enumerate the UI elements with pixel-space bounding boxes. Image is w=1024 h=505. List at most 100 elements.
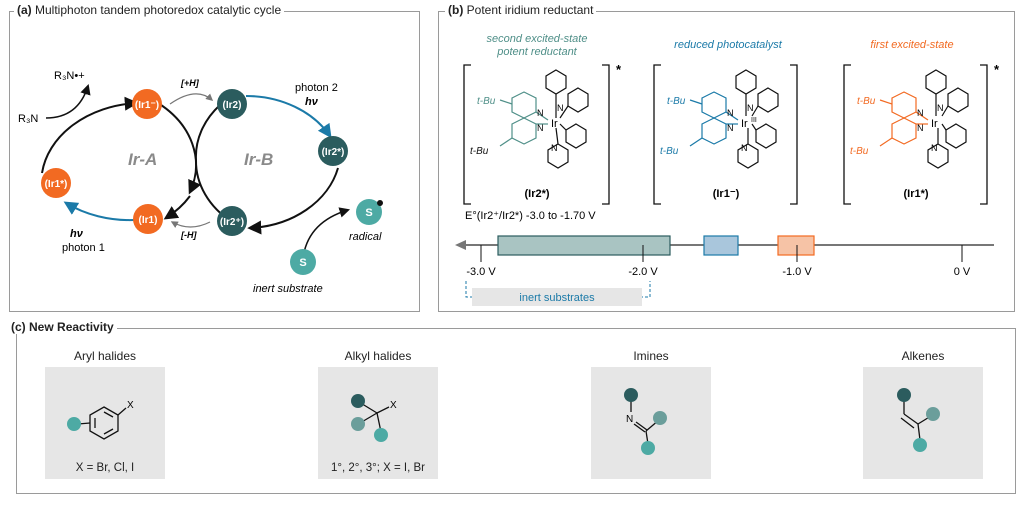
cycle-b-label: Ir-B xyxy=(244,150,273,169)
cycle-a-photon1-arc xyxy=(63,201,135,222)
aryl-halide-structure xyxy=(77,406,127,440)
cycle-a-top-left-arc xyxy=(41,96,139,174)
category-box-imines xyxy=(591,367,711,479)
plus-h-arrow xyxy=(169,93,214,105)
mol1-ir: Ir xyxy=(551,118,558,130)
panel-b xyxy=(438,11,1015,312)
alkene-ball-3 xyxy=(913,438,927,452)
alkene-ball-2 xyxy=(926,407,940,421)
category-box-aryl xyxy=(45,367,165,479)
col2-right-bracket xyxy=(790,64,798,205)
inert-substrate-label: inert substrate xyxy=(253,283,323,295)
mol1-n-bottom: N xyxy=(551,143,558,153)
mol1-n-top: N xyxy=(557,103,564,113)
alkyl-x: X xyxy=(390,400,397,411)
range-bar-ir1-minus xyxy=(703,235,739,256)
name-ir1-star: (Ir1*) xyxy=(903,188,928,200)
panel-a-title-text: Multiphoton tandem photoredox catalytic … xyxy=(35,3,282,17)
col1-star: * xyxy=(616,62,622,77)
col1-header-line2: potent reductant xyxy=(496,46,577,58)
mol3-n-left: N xyxy=(917,108,924,118)
mol1-tbu-top: t-Bu xyxy=(477,96,496,107)
category-caption-aryl: X = Br, Cl, I xyxy=(75,462,135,474)
cycle-b-photon2-arc xyxy=(245,94,332,139)
imine-n: N xyxy=(626,414,633,425)
tick-label-minus2: -2.0 V xyxy=(628,266,658,278)
tick-label-minus3: -3.0 V xyxy=(466,266,496,278)
cycle-b-right-arc xyxy=(247,167,339,235)
alkene-ball-1 xyxy=(897,388,911,402)
node-ir1-label: (Ir1) xyxy=(139,215,158,226)
node-ir2-label: (Ir2) xyxy=(223,100,242,111)
cycle-b-left-arc-top xyxy=(194,104,221,161)
mol3-n-bottom: N xyxy=(931,143,938,153)
inert-substrates-label: inert substrates xyxy=(519,292,595,304)
panel-a-title: (a) Multiphoton tandem photoredox cataly… xyxy=(14,3,285,17)
cycle-a-top-right-arc xyxy=(157,102,202,195)
col1-header-line1: second excited-state xyxy=(487,33,588,45)
mol2-tbu-top: t-Bu xyxy=(667,96,686,107)
col3-header: first excited-state xyxy=(870,39,953,51)
tick-label-zero: 0 V xyxy=(954,266,971,278)
panel-c-title-text: New Reactivity xyxy=(29,320,114,334)
col3-left-bracket xyxy=(843,64,851,205)
minus-h-label: [-H] xyxy=(180,230,197,240)
mol2-n-left: N xyxy=(727,108,734,118)
name-ir1-minus: (Ir1⁻) xyxy=(713,188,740,200)
range-bar-ir1-star xyxy=(777,235,815,256)
amine-oxidation-arrow xyxy=(45,83,91,119)
potential-axis-arrowhead xyxy=(455,240,466,250)
col1-left-bracket xyxy=(463,64,471,205)
alkene-structure xyxy=(900,398,932,441)
panel-b-label: (b) xyxy=(448,3,464,17)
mol3-tbu-bottom: t-Bu xyxy=(850,146,869,157)
node-ir2-plus-label: (Ir2⁺) xyxy=(220,217,244,228)
panel-c-title: (c) New Reactivity xyxy=(8,320,117,334)
node-ir2-star xyxy=(318,136,348,166)
col1-right-bracket xyxy=(602,64,610,205)
tick-label-minus1: -1.0 V xyxy=(782,266,812,278)
node-ir2 xyxy=(217,89,247,119)
iridium-complexes-diagram: second excited-state potent reductant re… xyxy=(455,33,1000,306)
photon1-label: photon 1 xyxy=(62,242,105,254)
substrate-inert-letter: S xyxy=(299,257,306,269)
cycle-a-label: Ir-A xyxy=(128,150,157,169)
node-substrate-radical xyxy=(356,199,382,225)
imine-ball-2 xyxy=(653,411,667,425)
node-ir1 xyxy=(133,204,163,234)
node-ir2-plus xyxy=(217,206,247,236)
mol2-tbu-bottom: t-Bu xyxy=(660,146,679,157)
mol3-n-top: N xyxy=(937,103,944,113)
range-bar-ir2-star xyxy=(497,235,671,256)
panel-a-label: (a) xyxy=(17,3,32,17)
amine-label: R₃N xyxy=(18,113,38,125)
node-substrate-inert xyxy=(290,249,316,275)
category-title-alkyl: Alkyl halides xyxy=(344,349,412,363)
imine-ball-3 xyxy=(641,441,655,455)
radical-dot xyxy=(377,200,383,206)
minus-h-arrow xyxy=(170,221,211,228)
col2-header: reduced photocatalyst xyxy=(674,39,783,51)
node-ir1-minus xyxy=(132,89,162,119)
mol3-ir: Ir xyxy=(931,118,938,130)
panel-c xyxy=(16,328,1016,494)
mol1-n-left2: N xyxy=(537,123,544,133)
mol2-n-top: N xyxy=(747,103,754,113)
inert-substrates-box xyxy=(472,288,642,306)
aryl-substituent-ball xyxy=(67,417,81,431)
mol3-n-left2: N xyxy=(917,123,924,133)
category-title-alkenes: Alkenes xyxy=(901,349,945,363)
substrate-radical-letter: S xyxy=(365,207,372,219)
node-ir1-minus-label: (Ir1⁻) xyxy=(135,100,159,111)
col3-star: * xyxy=(994,62,1000,77)
photon2-hv: hν xyxy=(305,96,319,108)
photon2-label: photon 2 xyxy=(295,82,338,94)
imine-ball-1 xyxy=(624,388,638,402)
potential-range-text: E°(Ir2⁺/Ir2*) -3.0 to -1.70 V xyxy=(465,210,596,222)
col3-right-bracket xyxy=(980,64,988,205)
mol2-n-bottom: N xyxy=(741,143,748,153)
photon1-hv: hν xyxy=(70,228,84,240)
category-title-aryl: Aryl halides xyxy=(73,349,137,363)
name-ir2-star: (Ir2*) xyxy=(524,188,549,200)
